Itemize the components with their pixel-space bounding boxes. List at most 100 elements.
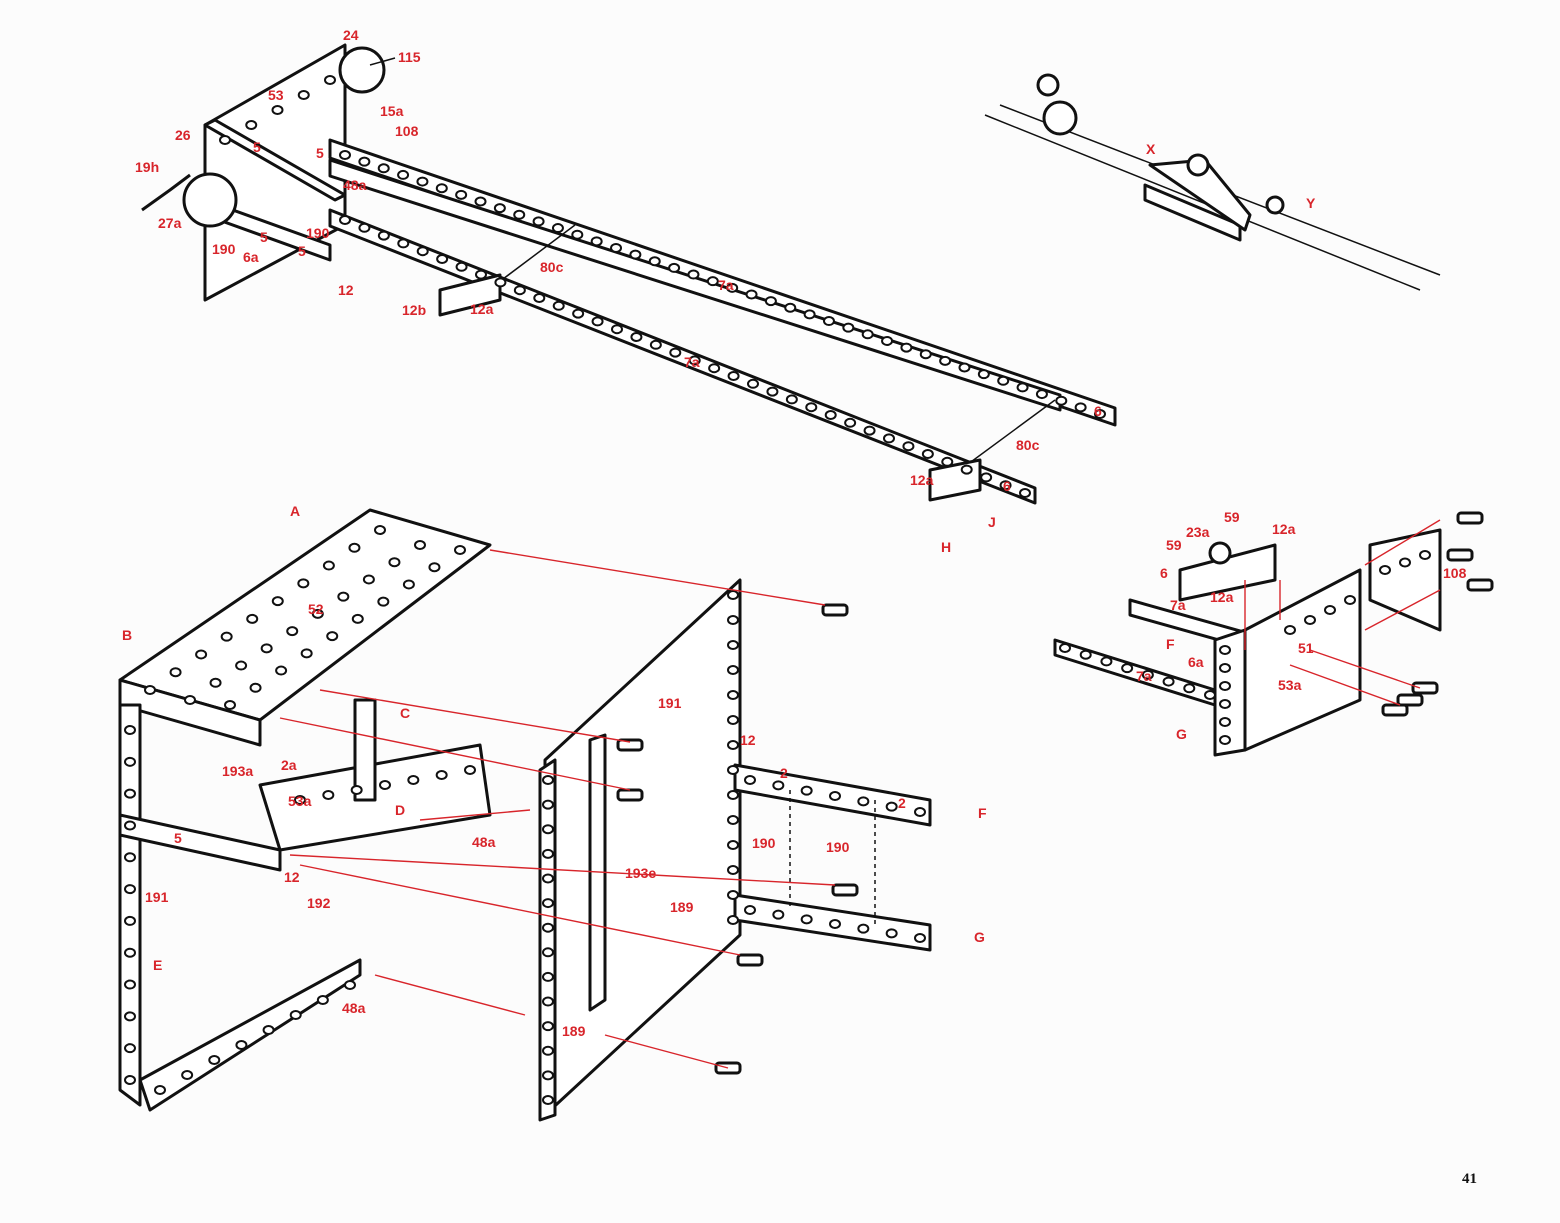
assembly-arrow: [489, 549, 826, 606]
hole: [1219, 699, 1231, 709]
part-label: G: [1176, 726, 1187, 742]
top-frame-assembly: [141, 43, 1117, 505]
part-label: F: [978, 805, 987, 821]
hole: [630, 332, 643, 342]
part-label: 6a: [243, 249, 259, 265]
part-label: B: [122, 627, 132, 643]
hole: [921, 449, 934, 459]
hole: [958, 362, 971, 373]
side-plate-191: [118, 703, 142, 1107]
part-label: 6: [1160, 565, 1168, 581]
hole: [727, 740, 739, 750]
part-label: 5: [260, 229, 268, 245]
hole: [324, 75, 336, 85]
hole: [464, 765, 476, 775]
hole: [494, 277, 507, 288]
hole: [1324, 605, 1336, 615]
hole: [727, 840, 739, 850]
hole: [772, 780, 785, 791]
hole: [542, 775, 554, 785]
hole: [416, 246, 429, 257]
hole: [919, 349, 932, 360]
hole: [1284, 625, 1296, 635]
part-label: 189: [562, 1023, 586, 1039]
part-label: 7a: [1136, 668, 1152, 684]
hole: [144, 685, 156, 695]
hole: [1304, 615, 1316, 625]
part-label: 108: [395, 123, 419, 139]
hole: [397, 169, 410, 180]
hole: [885, 801, 898, 812]
hole: [271, 105, 284, 115]
hole: [1035, 389, 1048, 400]
hole: [688, 355, 701, 366]
part-label: Y: [1306, 195, 1316, 211]
hole: [1219, 681, 1231, 691]
hole: [124, 1043, 136, 1054]
part-label: 26: [175, 127, 191, 143]
hole: [124, 852, 136, 863]
part-label: 190: [752, 835, 776, 851]
hole: [532, 216, 545, 227]
part-label: 191: [658, 695, 682, 711]
part-label: 53a: [1278, 677, 1302, 693]
hole: [379, 780, 391, 790]
hole: [649, 339, 662, 350]
assembly-arrow: [319, 689, 631, 743]
hole: [286, 626, 299, 637]
hole: [772, 909, 785, 920]
right-assembly: [1053, 528, 1442, 757]
hole: [322, 560, 335, 571]
hole: [377, 596, 390, 607]
hole: [803, 309, 816, 320]
hole: [533, 293, 546, 303]
part-label: F: [1166, 636, 1175, 652]
hole: [208, 1055, 221, 1065]
flanged-wheel: [338, 46, 386, 94]
hole: [727, 371, 740, 381]
hole: [766, 386, 779, 397]
hole: [571, 229, 584, 240]
hole: [745, 289, 758, 300]
part-label: 2: [780, 765, 788, 781]
hole: [900, 342, 913, 353]
part-label: 12a: [910, 472, 934, 488]
hole: [475, 269, 487, 280]
part-label: 2: [898, 795, 906, 811]
hole: [800, 785, 813, 796]
part-label: 193a: [222, 763, 253, 779]
assembly-arrow: [419, 809, 531, 821]
part-label: 80c: [1016, 437, 1040, 453]
part-label: 12b: [402, 302, 426, 318]
hole: [1100, 656, 1113, 667]
hole: [1379, 565, 1391, 575]
part-label: 6a: [1188, 654, 1204, 670]
hole: [316, 995, 329, 1005]
hole: [124, 979, 136, 990]
assembly-arrow: [1364, 589, 1441, 631]
hole: [542, 873, 554, 884]
part-label: 80c: [540, 259, 564, 275]
part-label: X: [1146, 141, 1156, 157]
assembly-arrow: [289, 854, 836, 886]
part-label: 12a: [470, 301, 494, 317]
part-label: E: [153, 957, 162, 973]
part-label: 59: [1224, 509, 1240, 525]
hole: [297, 578, 310, 589]
hole: [294, 795, 306, 805]
hole: [1074, 402, 1087, 413]
hole: [727, 890, 739, 900]
hole: [374, 525, 386, 535]
hole: [181, 1070, 194, 1080]
hole: [1094, 409, 1106, 419]
part-label: 24: [343, 27, 359, 43]
bolt-icon: [1446, 548, 1474, 562]
hole: [195, 649, 208, 660]
hole: [669, 347, 682, 358]
threaded-rod: [494, 224, 576, 286]
hole: [727, 590, 739, 600]
hole: [124, 756, 136, 767]
hole: [668, 262, 681, 273]
part-label: A: [290, 503, 300, 519]
hole: [154, 1085, 166, 1095]
